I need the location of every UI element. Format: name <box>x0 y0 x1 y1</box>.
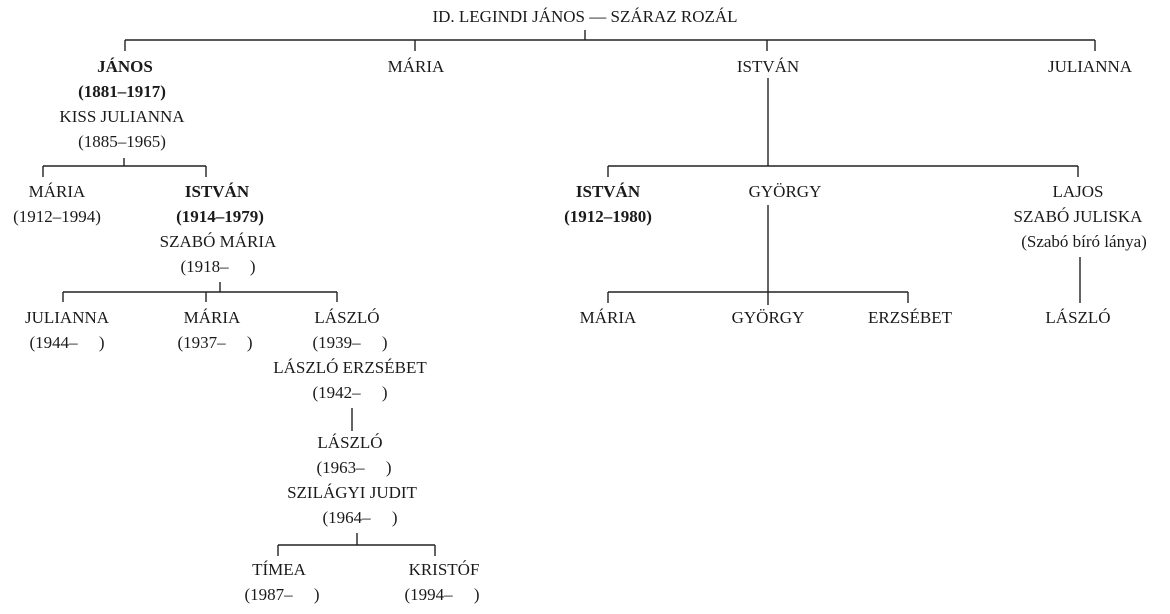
spouse-name: LÁSZLÓ ERZSÉBET <box>273 358 427 377</box>
person-name: ISTVÁN <box>736 57 800 76</box>
connector-janos <box>42 158 207 177</box>
root-couple: ID. LEGINDI JÁNOS — SZÁRAZ ROZÁL <box>432 7 738 26</box>
connector-istvan-1914 <box>62 282 338 302</box>
person-dates: (1881–1917) <box>78 82 166 101</box>
person-dates: (1912–1994) <box>13 207 101 226</box>
person-name: GYÖRGY <box>731 308 805 327</box>
person-dates: (1994– ) <box>404 585 480 604</box>
spouse-name: SZABÓ MÁRIA <box>159 232 277 251</box>
person-name: MÁRIA <box>387 57 445 76</box>
person-name: KRISTÓF <box>408 560 480 579</box>
person-name: MÁRIA <box>28 182 86 201</box>
person-name: MÁRIA <box>183 308 241 327</box>
spouse-dates: (1885–1965) <box>78 132 166 151</box>
spouse-dates: (1942– ) <box>312 383 388 402</box>
person-name: ISTVÁN <box>184 182 250 201</box>
person-name: LAJOS <box>1052 182 1104 201</box>
person-dates: (1963– ) <box>316 458 392 477</box>
spouse-name: SZABÓ JULISKA <box>1013 207 1143 226</box>
spouse-dates: (1918– ) <box>180 257 256 276</box>
person-name: TÍMEA <box>252 560 306 579</box>
person-name: JULIANNA <box>1047 57 1133 76</box>
person-name: LÁSZLÓ <box>314 308 380 327</box>
spouse-name: SZILÁGYI JUDIT <box>287 483 417 502</box>
spouse-note: (Szabó bíró lánya) <box>1021 232 1147 251</box>
person-dates: (1912–1980) <box>564 207 652 226</box>
person-name: ERZSÉBET <box>867 308 953 327</box>
person-dates: (1937– ) <box>177 333 253 352</box>
person-dates: (1939– ) <box>312 333 388 352</box>
spouse-name: KISS JULIANNA <box>59 107 185 126</box>
person-name: MÁRIA <box>579 308 637 327</box>
connector-root <box>124 30 1096 51</box>
person-dates: (1914–1979) <box>176 207 264 226</box>
person-name: LÁSZLÓ <box>1045 308 1111 327</box>
connector-istvan <box>607 78 1079 177</box>
connector-gyorgy <box>607 205 909 305</box>
person-name: JÁNOS <box>97 57 153 76</box>
spouse-dates: (1964– ) <box>322 508 398 527</box>
person-name: LÁSZLÓ <box>317 433 383 452</box>
person-name: JULIANNA <box>24 308 110 327</box>
person-name: GYÖRGY <box>748 182 822 201</box>
person-dates: (1987– ) <box>244 585 320 604</box>
connector-laszlo-1963 <box>277 533 436 556</box>
person-name: ISTVÁN <box>575 182 641 201</box>
person-dates: (1944– ) <box>29 333 105 352</box>
